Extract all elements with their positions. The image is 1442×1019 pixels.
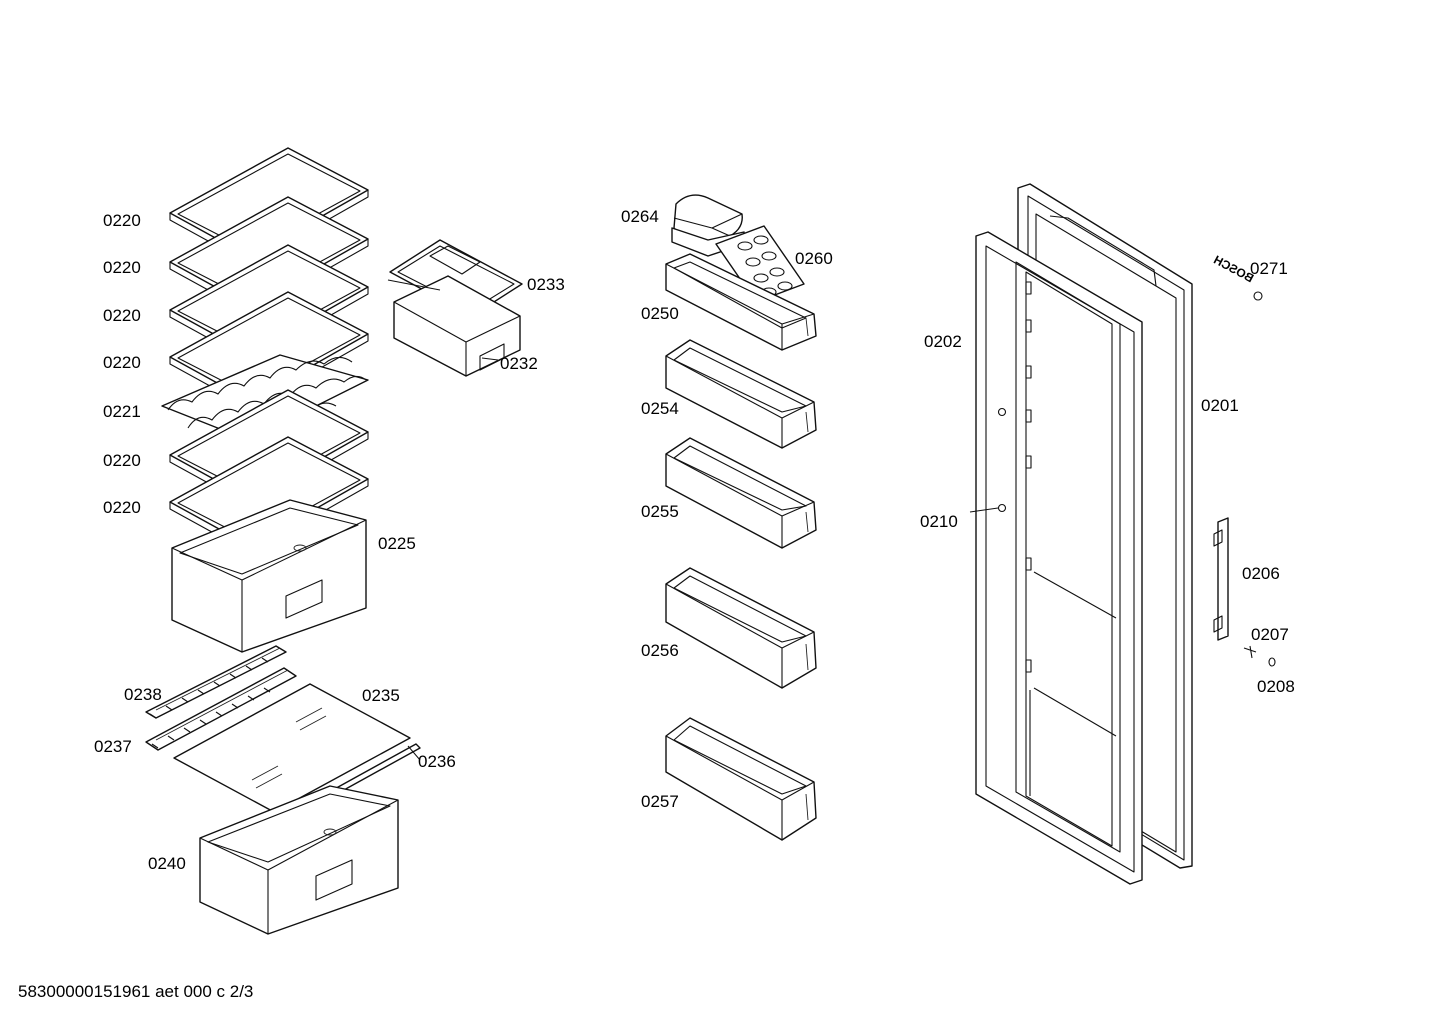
part-label-0260: 0260	[795, 249, 833, 268]
part-label-0250: 0250	[641, 304, 679, 323]
logo-badge	[1253, 291, 1263, 301]
vent-grille-upper	[145, 645, 287, 719]
shelf-stack	[161, 147, 369, 554]
part-label-0201: 0201	[1201, 396, 1239, 415]
part-label-0207: 0207	[1251, 625, 1289, 644]
part-label-0236: 0236	[418, 752, 456, 771]
part-label-0237: 0237	[94, 737, 132, 756]
part-label-0221: 0221	[103, 402, 141, 421]
glass-plate	[173, 683, 411, 813]
door-bin	[665, 567, 817, 689]
part-label-0240: 0240	[148, 854, 186, 873]
door-gasket	[975, 231, 1143, 885]
door-bin	[665, 339, 817, 449]
part-label-0238: 0238	[124, 685, 162, 704]
part-label-0220: 0220	[103, 258, 141, 277]
handle-cap	[1268, 657, 1276, 667]
part-label-0232: 0232	[500, 354, 538, 373]
door-bin	[665, 717, 817, 841]
vent-grille-lower	[145, 667, 297, 751]
part-label-0233: 0233	[527, 275, 565, 294]
drawing-id-footer: 58300000151961 aet 000 c 2/3	[18, 982, 254, 1001]
part-label-0220: 0220	[103, 498, 141, 517]
part-label-0254: 0254	[641, 399, 679, 418]
screw	[997, 407, 1007, 513]
part-label-0255: 0255	[641, 502, 679, 521]
part-label-0271: 0271	[1250, 259, 1288, 278]
door-bin	[665, 253, 817, 351]
small-drawer	[393, 275, 521, 377]
part-label-0235: 0235	[362, 686, 400, 705]
drawer-upper	[171, 499, 367, 653]
part-label-0220: 0220	[103, 353, 141, 372]
handle-screw	[1243, 645, 1257, 659]
part-label-0220: 0220	[103, 306, 141, 325]
door-handle	[1213, 517, 1229, 641]
part-label-0225: 0225	[378, 534, 416, 553]
part-label-0220: 0220	[103, 451, 141, 470]
part-label-0257: 0257	[641, 792, 679, 811]
part-label-0264: 0264	[621, 207, 659, 226]
part-label-0220: 0220	[103, 211, 141, 230]
drawer-lower	[199, 785, 399, 935]
part-label-0202: 0202	[924, 332, 962, 351]
part-label-0256: 0256	[641, 641, 679, 660]
part-label-0210: 0210	[920, 512, 958, 531]
part-label-0208: 0208	[1257, 677, 1295, 696]
door-bin	[665, 437, 817, 549]
part-label-0206: 0206	[1242, 564, 1280, 583]
